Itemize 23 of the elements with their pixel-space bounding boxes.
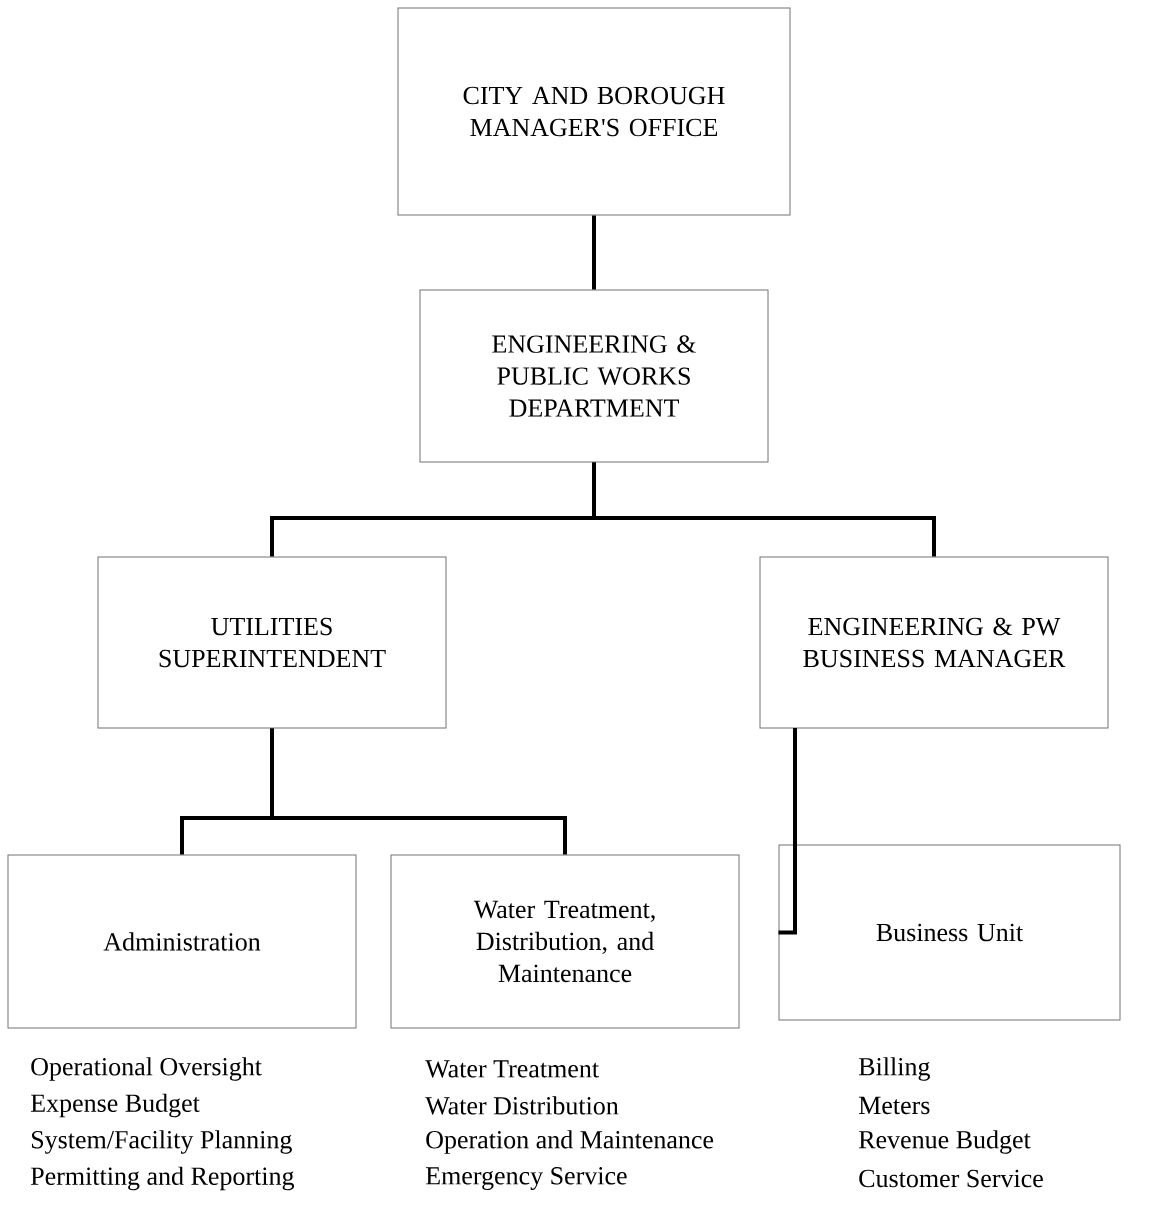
list-item: Permitting and Reporting <box>30 1166 295 1191</box>
org-box: ENGINEERING & PW BUSINESS MANAGER <box>759 556 1109 729</box>
org-box: Administration <box>7 854 357 1029</box>
connector-line <box>270 728 567 855</box>
org-box: CITY AND BOROUGH MANAGER'S OFFICE <box>397 7 791 216</box>
org-box: ENGINEERING & PUBLIC WORKS DEPARTMENT <box>419 289 769 463</box>
list-item: Operational Oversight <box>31 1057 262 1081</box>
org-box: Business Unit <box>778 844 1121 1021</box>
list-item: Expense Budget <box>30 1093 200 1118</box>
list-item: Emergency Service <box>425 1167 627 1190</box>
org-box: UTILITIES SUPERINTENDENT <box>97 556 447 729</box>
list-item: Revenue Budget <box>858 1130 1031 1154</box>
list-item: Water Treatment <box>425 1060 599 1078</box>
list-item: Customer Service <box>859 1169 1043 1188</box>
list-item: Billing <box>858 1057 930 1081</box>
list-item: Meters <box>858 1096 930 1115</box>
list-item: System/Facility Planning <box>31 1130 292 1154</box>
connector-line <box>778 728 797 935</box>
connector-line <box>592 215 596 290</box>
list-item: Water Distribution <box>425 1096 619 1115</box>
org-box: Water Treatment, Distribution, and Maintenance <box>390 854 740 1029</box>
connector-line <box>592 462 936 557</box>
list-item: Operation and Maintenance <box>426 1130 714 1154</box>
